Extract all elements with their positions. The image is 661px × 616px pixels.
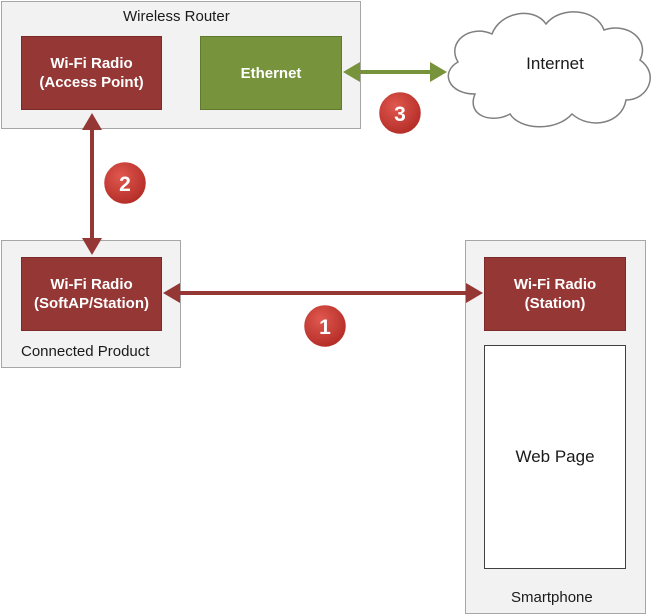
smartphone-wifi-radio-block: Wi-Fi Radio (Station) [484, 257, 626, 331]
wireless-router-title: Wireless Router [123, 8, 230, 25]
ethernet-label: Ethernet [240, 64, 302, 82]
router-wifi-radio-block: Wi-Fi Radio (Access Point) [21, 36, 162, 110]
internet-label: Internet [526, 54, 584, 73]
web-page-box: Web Page [484, 345, 626, 569]
connected-product-title: Connected Product [21, 343, 150, 360]
router-radio-label-line2: (Access Point) [39, 74, 144, 91]
step-badge-2: 2 [101, 159, 149, 207]
badge-1-label: 1 [319, 316, 331, 339]
smartphone-radio-label-line1: Wi-Fi Radio [513, 276, 597, 293]
product-radio-label-line2: (SoftAP/Station) [34, 295, 149, 312]
product-radio-label-line1: Wi-Fi Radio [50, 276, 133, 293]
ethernet-block: Ethernet [200, 36, 342, 110]
badge-3-label: 3 [394, 103, 406, 126]
step-badge-1: 1 [301, 302, 349, 350]
arrow-product-to-smartphone [163, 283, 483, 303]
router-radio-label-line1: Wi-Fi Radio [50, 55, 133, 72]
step-badge-3: 3 [376, 89, 424, 137]
web-page-label: Web Page [515, 447, 595, 466]
internet-cloud-icon [447, 11, 651, 128]
product-wifi-radio-block: Wi-Fi Radio (SoftAP/Station) [21, 257, 162, 331]
arrow-router-to-product [82, 113, 102, 255]
smartphone-title: Smartphone [511, 589, 593, 606]
badge-2-label: 2 [119, 173, 131, 196]
smartphone-radio-label-line2: (Station) [524, 295, 586, 312]
arrow-ethernet-to-internet [343, 62, 447, 82]
